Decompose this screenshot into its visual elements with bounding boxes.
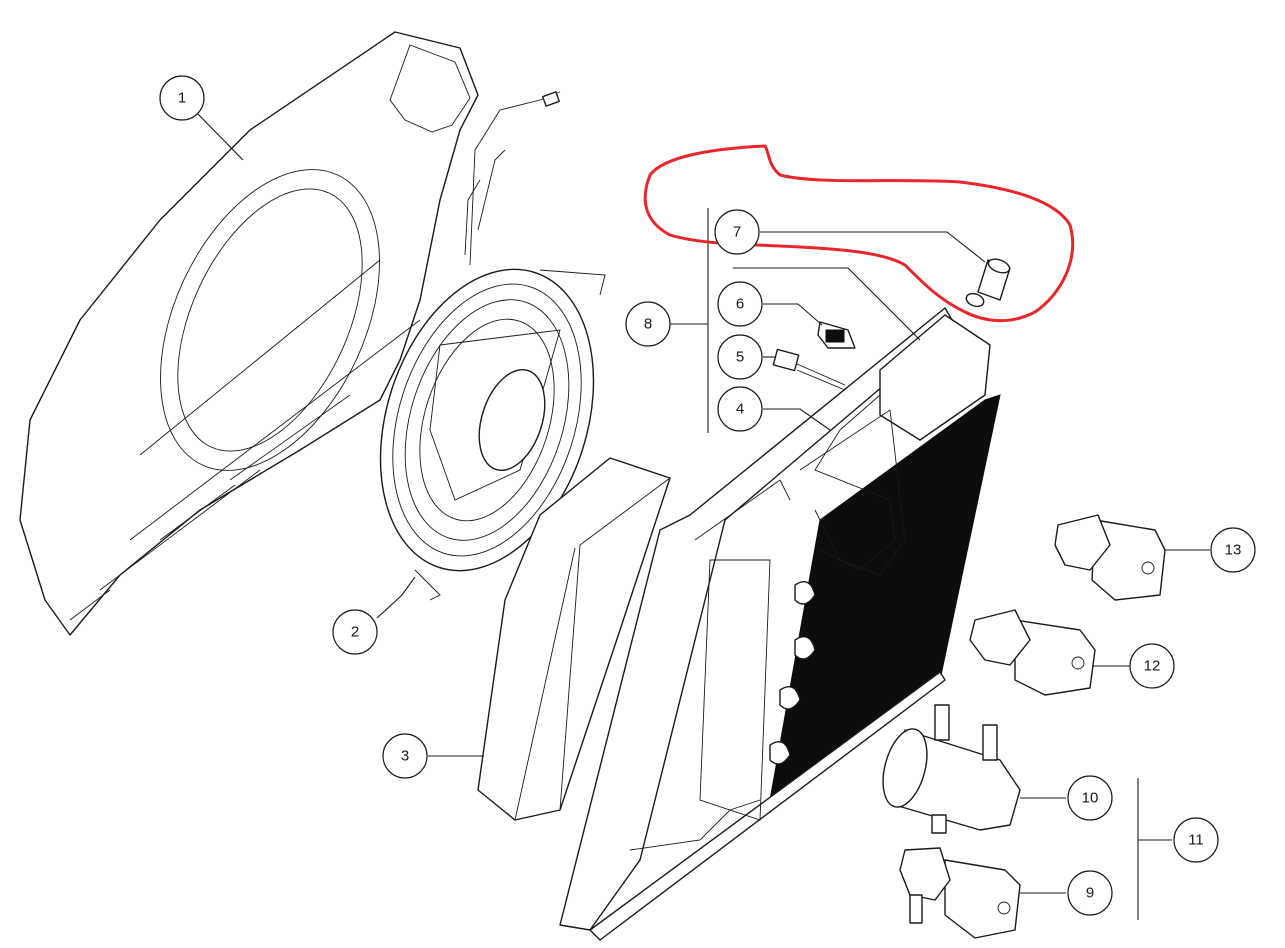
solenoid-valve-12-part <box>969 609 1096 696</box>
callout-13-label: 13 <box>1225 542 1242 559</box>
callout-9: 9 <box>1067 870 1113 916</box>
callout-12: 12 <box>1129 643 1175 689</box>
callout-2-label: 2 <box>351 624 359 641</box>
red-highlight-loop <box>643 144 1075 323</box>
solenoid-valve-9-part <box>899 847 1021 939</box>
callout-9-label: 9 <box>1086 885 1094 902</box>
callout-12-label: 12 <box>1144 658 1161 675</box>
tubing-part <box>814 394 896 571</box>
switch-part <box>817 321 856 349</box>
callout-7: 7 <box>714 209 760 255</box>
callout-4: 4 <box>717 386 763 432</box>
callout-6: 6 <box>717 281 763 327</box>
callout-11-label: 11 <box>1188 832 1204 849</box>
return-bends <box>769 581 816 765</box>
fitting-part <box>965 258 1011 308</box>
callout-1: 1 <box>159 75 205 121</box>
callout-10: 10 <box>1067 775 1113 821</box>
side-cover-plate-part <box>477 457 671 821</box>
fan-shroud-part <box>19 31 479 636</box>
callout-8: 8 <box>625 301 671 347</box>
callout-13: 13 <box>1210 527 1256 573</box>
callout-5-label: 5 <box>736 349 744 366</box>
callout-3-label: 3 <box>401 748 409 765</box>
callout-6-label: 6 <box>736 296 744 313</box>
callout-5: 5 <box>717 334 763 380</box>
heat-exchanger-core <box>559 307 1001 941</box>
fan-assembly-part <box>379 91 606 601</box>
callout-1-label: 1 <box>178 90 186 107</box>
callout-8-label: 8 <box>644 316 652 333</box>
callout-10-label: 10 <box>1082 790 1099 807</box>
sensor-part <box>772 348 846 391</box>
callout-11: 11 <box>1173 817 1219 863</box>
callout-3: 3 <box>382 733 428 779</box>
callout-7-label: 7 <box>733 224 741 241</box>
receiver-tank-part <box>882 704 1021 834</box>
solenoid-valve-13-part <box>1054 514 1166 601</box>
leader-lines <box>195 111 1210 920</box>
callout-2: 2 <box>332 609 378 655</box>
callout-4-label: 4 <box>736 401 744 418</box>
